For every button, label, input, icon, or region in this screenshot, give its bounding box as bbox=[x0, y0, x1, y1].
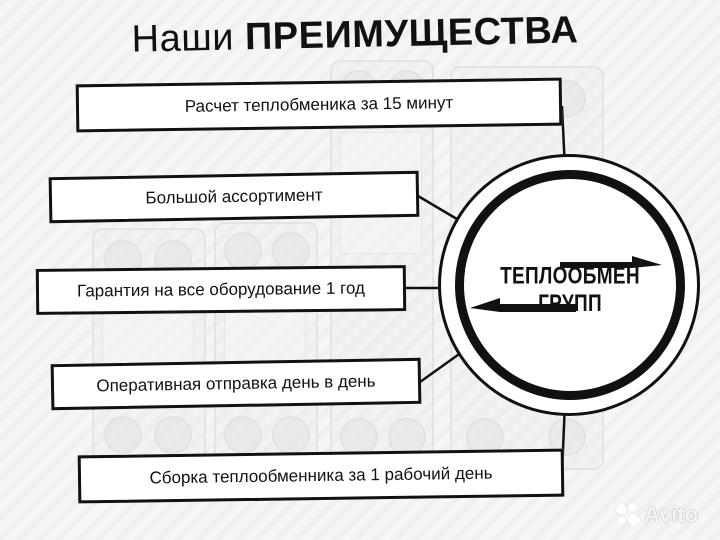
background-heat-exchanger-middle bbox=[214, 222, 318, 462]
avito-text: Avito bbox=[644, 502, 699, 527]
logo-text: ТЕПЛООБМЕН ГРУПП bbox=[500, 263, 640, 318]
connector-4 bbox=[419, 350, 463, 384]
connector-2 bbox=[417, 194, 463, 224]
avito-dots-icon bbox=[616, 503, 640, 527]
avito-watermark: Avito bbox=[616, 502, 716, 528]
logo-arrow-left-icon bbox=[470, 298, 576, 312]
logo-arrow-right-icon bbox=[560, 256, 662, 268]
logo-circle bbox=[455, 170, 685, 400]
